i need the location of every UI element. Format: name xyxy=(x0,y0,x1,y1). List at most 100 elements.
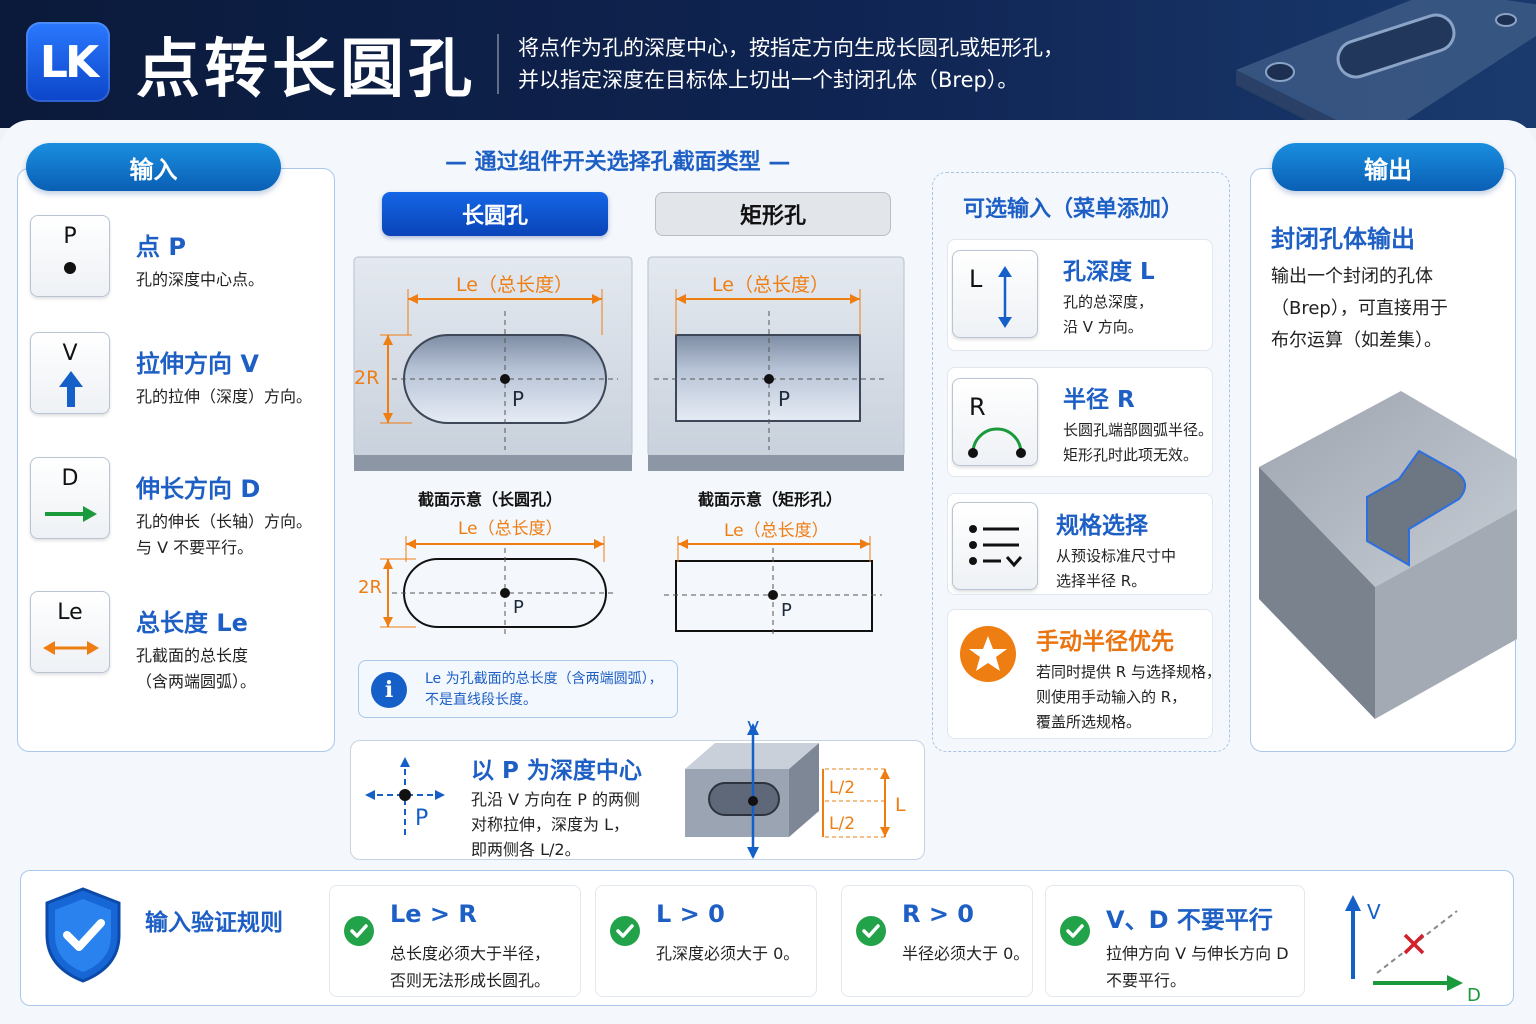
input-desc-line: 与 V 不要平行。 xyxy=(136,538,254,557)
slot-point-label: P xyxy=(512,387,525,411)
depth-desc: 孔沿 V 方向在 P 的两侧 对称拉伸，深度为 L， 即两侧各 L/2。 xyxy=(471,787,640,862)
check-icon xyxy=(1060,916,1090,946)
icon-letter: P xyxy=(63,224,77,249)
depth-desc-line: 对称拉伸，深度为 L， xyxy=(471,815,630,834)
rule-desc-line: 总长度必须大于半径， xyxy=(390,944,551,963)
shield-check-icon xyxy=(45,887,121,983)
axis-d-label: D xyxy=(1467,985,1481,1001)
depth-center-box: P 以 P 为深度中心 孔沿 V 方向在 P 的两侧 对称拉伸，深度为 L， 即… xyxy=(350,721,925,862)
output-heading: 封闭孔体输出 xyxy=(1271,225,1415,253)
toggle-slot-button[interactable]: 长圆孔 xyxy=(382,192,608,236)
slot-section-2r-label: 2R xyxy=(358,577,382,598)
rule-name: V、D 不要平行 xyxy=(1106,906,1273,934)
rule-desc-line: 孔深度必须大于 0。 xyxy=(656,944,800,963)
star-icon xyxy=(960,626,1016,682)
toggle-rect-button[interactable]: 矩形孔 xyxy=(655,192,891,236)
rule-name: R > 0 xyxy=(902,900,974,928)
optional-desc-line: 覆盖所选规格。 xyxy=(1036,713,1142,731)
depth-title: 以 P 为深度中心 xyxy=(471,758,642,784)
input-desc-line: 孔的伸长（长轴）方向。 xyxy=(136,512,313,531)
rule-desc: 孔深度必须大于 0。 xyxy=(656,940,799,967)
app-logo: LK xyxy=(26,22,110,102)
page-title: 点转长圆孔 xyxy=(136,33,476,107)
slot-plate-diagram xyxy=(353,256,633,471)
input-desc: 孔的深度中心点。 xyxy=(136,267,264,293)
rule-desc-line: 不要平行。 xyxy=(1106,971,1187,990)
input-desc: 孔的拉伸（深度）方向。 xyxy=(136,384,312,410)
rule-card: V、D 不要平行 拉伸方向 V 与伸长方向 D 不要平行。 xyxy=(1045,885,1305,997)
rule-name: L > 0 xyxy=(656,900,725,928)
icon-letter: V xyxy=(62,341,78,366)
input-desc-line: 孔截面的总长度 xyxy=(136,646,249,665)
axis-not-parallel-icon: V D xyxy=(1345,895,1481,1001)
optional-name: 规格选择 xyxy=(1056,513,1148,539)
info-text: Le 为孔截面的总长度（含两端圆弧）， 不是直线段长度。 xyxy=(425,669,663,711)
rect-le-label: Le（总长度） xyxy=(712,274,829,296)
crosshair-icon: P xyxy=(365,757,445,835)
title-divider xyxy=(497,34,499,94)
optional-desc-line: 则使用手动输入的 R， xyxy=(1036,688,1187,706)
optional-title: 可选输入（菜单添加） xyxy=(963,197,1184,222)
optional-desc: 从预设标准尺寸中 选择半径 R。 xyxy=(1056,544,1176,594)
input-desc-line: 孔的深度中心点。 xyxy=(136,270,265,289)
input-name: 总长度 Le xyxy=(136,609,248,637)
optional-item-radius: R 半径 R 长圆孔端部圆弧半径。 矩形孔时此项无效。 xyxy=(947,367,1213,477)
optional-item-spec[interactable]: 规格选择 从预设标准尺寸中 选择半径 R。 xyxy=(947,493,1213,595)
rect-point-label: P xyxy=(778,387,791,411)
output-desc-line: 输出一个封闭的孔体 xyxy=(1271,266,1433,287)
plate-deco-icon xyxy=(1236,0,1536,128)
icon-letter: L xyxy=(969,265,983,293)
info-note: i Le 为孔截面的总长度（含两端圆弧）， 不是直线段长度。 xyxy=(358,660,678,718)
output-pill: 输出 xyxy=(1272,143,1504,191)
subtitle-line-2: 并以指定深度在目标体上切出一个封闭孔体（Brep）。 xyxy=(518,68,1019,92)
header: LK 点转长圆孔 将点作为孔的深度中心，按指定方向生成长圆孔或矩形孔， 并以指定… xyxy=(0,0,1536,128)
double-arrow-icon: Le xyxy=(30,591,110,673)
input-panel: P 点 P 孔的深度中心点。 V 拉伸方向 V 孔的拉伸（深度）方向。 D 伸长… xyxy=(17,168,335,752)
optional-panel: 可选输入（菜单添加） L 孔深度 L 孔的总深度， 沿 V 方向。 R 半径 R… xyxy=(932,172,1230,752)
optional-desc: 若同时提供 R 与选择规格， 则使用手动输入的 R， 覆盖所选规格。 xyxy=(1036,660,1221,735)
cut-block-diagram xyxy=(1259,391,1517,719)
arrow-right-icon: D xyxy=(30,457,110,539)
output-desc-line: 布尔运算（如差集）。 xyxy=(1271,330,1442,351)
rule-desc-line: 否则无法形成长圆孔。 xyxy=(390,971,551,990)
input-item-d: D 伸长方向 D 孔的伸长（长轴）方向。 与 V 不要平行。 xyxy=(30,457,330,557)
axis-v-label: V xyxy=(1367,900,1381,924)
info-line: Le 为孔截面的总长度（含两端圆弧）， xyxy=(425,671,663,687)
optional-desc-line: 长圆孔端部圆弧半径。 xyxy=(1063,421,1214,439)
optional-desc-line: 孔的总深度， xyxy=(1063,293,1154,311)
optional-desc-line: 沿 V 方向。 xyxy=(1063,318,1143,336)
check-icon xyxy=(856,916,886,946)
list-select-icon xyxy=(952,502,1038,590)
depth-half-label-bottom: L/2 xyxy=(829,814,855,834)
optional-name: 孔深度 L xyxy=(1063,259,1155,285)
depth-desc-line: 孔沿 V 方向在 P 的两侧 xyxy=(471,790,640,809)
icon-letter: Le xyxy=(57,600,83,625)
rules-title: 输入验证规则 xyxy=(145,910,283,936)
optional-desc-line: 从预设标准尺寸中 xyxy=(1056,547,1177,565)
optional-item-depth: L 孔深度 L 孔的总深度， 沿 V 方向。 xyxy=(947,239,1213,351)
optional-desc: 孔的总深度， 沿 V 方向。 xyxy=(1063,290,1153,340)
subtitle-line-1: 将点作为孔的深度中心，按指定方向生成长圆孔或矩形孔， xyxy=(518,36,1064,60)
rect-section-diagram xyxy=(664,536,882,638)
slot-section-label: 截面示意（长圆孔） xyxy=(418,490,563,509)
input-desc-line: 孔的拉伸（深度）方向。 xyxy=(136,387,313,406)
rule-card: L > 0 孔深度必须大于 0。 xyxy=(595,885,817,997)
check-icon xyxy=(344,916,374,946)
section-type-title: — 通过组件开关选择孔截面类型 — xyxy=(445,150,791,175)
arrow-up-icon: V xyxy=(30,332,110,414)
optional-name: 手动半径优先 xyxy=(1036,629,1174,655)
rule-card: Le > R 总长度必须大于半径， 否则无法形成长圆孔。 xyxy=(329,885,581,997)
depth-block-diagram: V L/2 L/2 L xyxy=(685,721,906,859)
output-panel: 封闭孔体输出 输出一个封闭的孔体 （Brep），可直接用于 布尔运算（如差集）。 xyxy=(1250,168,1517,752)
point-icon: P xyxy=(30,215,110,297)
optional-desc-line: 若同时提供 R 与选择规格， xyxy=(1036,663,1221,681)
rule-desc-line: 拉伸方向 V 与伸长方向 D xyxy=(1106,944,1289,963)
slot-section-diagram xyxy=(380,536,614,638)
crosshair-p-label: P xyxy=(415,806,428,831)
input-pill: 输入 xyxy=(26,143,281,191)
input-name: 伸长方向 D xyxy=(136,475,261,503)
rule-desc: 总长度必须大于半径， 否则无法形成长圆孔。 xyxy=(390,940,550,994)
input-item-p: P 点 P 孔的深度中心点。 xyxy=(30,215,330,305)
optional-desc-line: 矩形孔时此项无效。 xyxy=(1063,446,1199,464)
rule-desc: 拉伸方向 V 与伸长方向 D 不要平行。 xyxy=(1106,940,1289,994)
